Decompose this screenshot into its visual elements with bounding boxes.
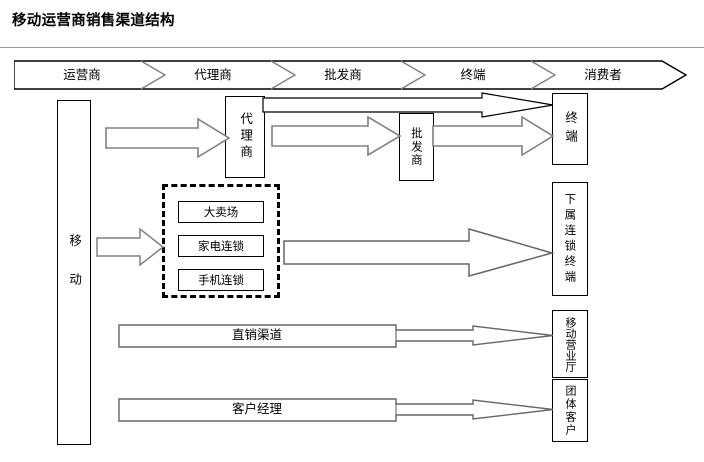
node-operator: 移动 [57, 100, 91, 445]
channel-direct-sales: 直销渠道 [118, 324, 555, 348]
retail-item-2: 手机连锁 [178, 269, 264, 291]
banner-segment-0: 运营商 [63, 67, 101, 82]
retail-item-1: 家电连锁 [178, 235, 264, 257]
banner-segment-4: 消费者 [584, 67, 622, 82]
connector-agent-to-wholesaler [271, 115, 403, 157]
channel-account-manager-label: 客户经理 [231, 401, 282, 416]
node-group-customer: 团体客户 [552, 379, 588, 442]
connector-operator-to-retail-group [96, 227, 166, 267]
node-chain-terminal-label: 下属连锁终端 [563, 192, 578, 286]
banner-segment-3: 终端 [460, 67, 486, 82]
retail-chain-group [162, 184, 280, 298]
connector-agent-to-terminal [262, 92, 555, 119]
node-agent: 代理商 [225, 96, 265, 178]
connector-operator-to-agent [105, 117, 231, 159]
title-divider [0, 47, 704, 48]
node-terminal-label: 终端 [563, 110, 579, 148]
banner-segment-1: 代理商 [194, 67, 232, 82]
page-title: 移动运营商销售渠道结构 [12, 13, 175, 29]
node-wholesaler: 批发商 [399, 113, 434, 181]
channel-stage-banner: 运营商 代理商 批发商 终端 消费者 [14, 60, 690, 90]
node-group-customer-label: 团体客户 [563, 384, 577, 437]
node-wholesaler-label: 批发商 [409, 126, 424, 168]
channel-account-manager: 客户经理 [118, 398, 555, 422]
node-mobile-hall: 移动营业厅 [552, 310, 588, 378]
connector-wholesaler-to-terminal [432, 115, 556, 157]
connector-retail-group-to-chain-terminal [283, 228, 555, 278]
node-agent-label: 代理商 [238, 112, 254, 162]
node-terminal: 终端 [552, 93, 588, 165]
node-operator-label: 移动 [67, 234, 83, 311]
channel-direct-sales-label: 直销渠道 [231, 327, 282, 342]
banner-segment-2: 批发商 [324, 67, 362, 82]
retail-item-0: 大卖场 [178, 201, 264, 223]
node-mobile-hall-label: 移动营业厅 [563, 316, 577, 372]
node-chain-terminal: 下属连锁终端 [552, 182, 588, 296]
